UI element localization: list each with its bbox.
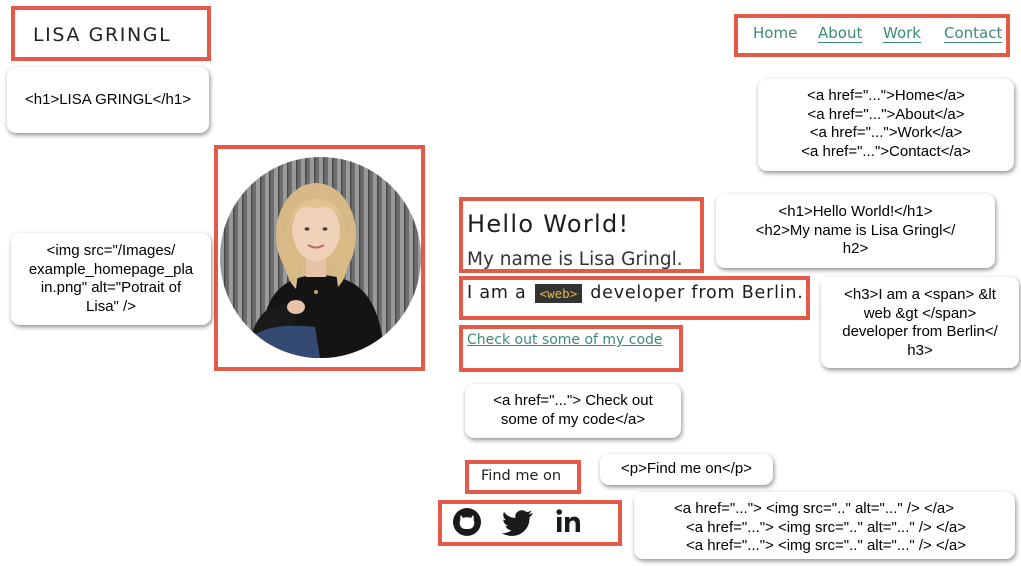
code-link-highlight-box [459,325,683,372]
web-tag: <web> [534,283,583,303]
find-me-annotation: <p>Find me on</p> [600,454,773,485]
social-annotation-line: <a href="..."> <img src=".." alt="..." /… [686,537,967,554]
headings-annotation: <h1>Hello World!</h1> <h2>My name is Lis… [716,194,995,268]
code-link-annotation: <a href="..."> Check out some of my code… [465,384,681,438]
nav-about-link[interactable]: About [818,24,863,42]
twitter-icon[interactable] [501,504,537,540]
tagline-annotation-line: h3> [907,341,933,359]
image-annotation-line: example_homepage_pla [28,260,194,278]
find-me-text: Find me on [481,468,562,484]
site-logo[interactable]: LISA GRINGL [33,24,172,46]
code-link[interactable]: Check out some of my code [467,332,663,348]
tagline-after: developer from Berlin. [590,283,804,303]
nav-annotation-line: <a href="...">Home</a> [807,87,965,104]
nav-contact-link[interactable]: Contact [944,24,1003,42]
image-annotation: <img src="/Images/ example_homepage_pla … [11,233,211,325]
tagline: I am a <web> developer from Berlin. [467,283,804,303]
code-link-annotation-line: <a href="..."> Check out [493,392,653,409]
tagline-annotation: <h3>I am a <span> &lt web &gt </span> de… [821,277,1019,368]
social-annotation: <a href="..."> <img src=".." alt="..." /… [634,492,1015,559]
portrait-image [220,157,421,358]
social-highlight-box [438,500,622,546]
tagline-annotation-line: web &gt </span> [863,304,977,322]
social-annotation-line: <a href="..."> <img src=".." alt="..." /… [686,518,967,536]
social-annotation-line: <a href="..."> <img src=".." alt="..." /… [674,500,955,517]
logo-annotation: <h1>LISA GRINGL</h1> [7,67,209,133]
tagline-highlight-box [459,276,810,320]
logo-annotation-line: <h1>LISA GRINGL</h1> [25,91,191,108]
logo-highlight-box [11,6,211,61]
github-icon[interactable] [449,504,485,540]
tagline-before: I am a [467,283,527,303]
hero-subheading: My name is Lisa Gringl. [467,249,683,270]
linkedin-icon[interactable] [551,504,587,540]
headings-annotation-line: <h2>My name is Lisa Gringl</ [755,221,956,239]
headings-annotation-line: <h1>Hello World!</h1> [778,203,933,220]
nav-annotation-line: <a href="...">Work</a> [809,124,963,141]
image-annotation-line: in.png" alt="Potrait of [40,279,182,296]
image-annotation-line: Lisa" /> [86,297,136,315]
tagline-annotation-line: <h3>I am a <span> &lt [844,286,996,303]
tagline-annotation-line: developer from Berlin</ [842,323,998,340]
image-annotation-line: <img src="/Images/ [46,242,176,259]
headings-highlight-box [459,197,704,273]
headings-annotation-line: h2> [842,240,869,257]
code-link-annotation-line: some of my code</a> [500,410,646,428]
nav-home-link[interactable]: Home [753,24,798,42]
nav-highlight-box [734,14,1010,57]
hero-heading: Hello World! [467,210,630,238]
nav-annotation: <a href="...">Home</a> <a href="...">Abo… [758,79,1014,171]
nav-annotation-line: <a href="...">About</a> [807,105,965,123]
portrait-highlight-box [214,145,425,371]
find-me-highlight-box [465,460,581,494]
find-me-annotation-line: <p>Find me on</p> [621,460,752,477]
nav-annotation-line: <a href="...">Contact</a> [801,142,971,160]
nav-work-link[interactable]: Work [883,24,921,42]
